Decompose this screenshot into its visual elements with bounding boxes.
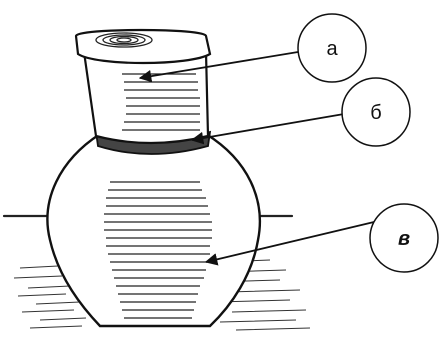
arrow-b xyxy=(192,114,344,140)
callout-b: б xyxy=(342,78,410,146)
callout-label-a: а xyxy=(326,38,338,60)
callout-label-b: б xyxy=(370,102,381,124)
callout-label-v: в xyxy=(398,228,410,250)
callout-a: а xyxy=(298,14,366,82)
callout-v: в xyxy=(370,204,438,272)
